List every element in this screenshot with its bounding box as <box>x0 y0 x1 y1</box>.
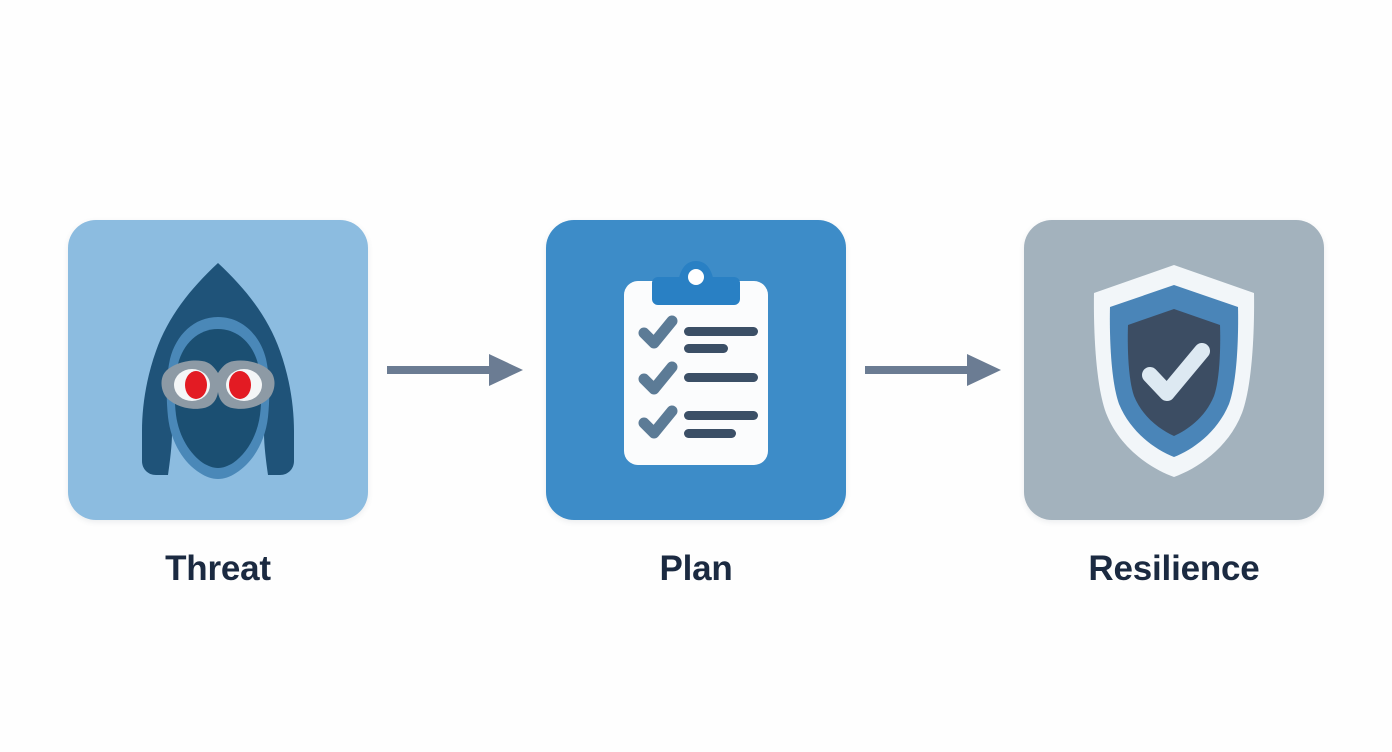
stage-resilience[interactable]: Resilience <box>1024 220 1324 590</box>
shield-check-icon <box>1093 265 1255 477</box>
resilience-card[interactable] <box>1024 220 1324 520</box>
stage-label-resilience: Resilience <box>1088 549 1260 588</box>
threat-card[interactable] <box>68 220 368 520</box>
clipboard-checklist-icon <box>624 261 768 465</box>
connector-threat-to-plan <box>368 220 546 520</box>
stage-label-threat: Threat <box>165 549 271 588</box>
stage-label-plan: Plan <box>659 549 733 588</box>
plan-card[interactable] <box>546 220 846 520</box>
stage-plan[interactable]: Plan <box>546 220 846 590</box>
connector-plan-to-resilience <box>846 220 1024 520</box>
arrow-right-icon <box>387 354 523 386</box>
arrow-right-icon <box>865 354 1001 386</box>
stage-threat[interactable]: Threat <box>68 220 368 590</box>
hooded-masked-figure-icon <box>142 263 294 479</box>
